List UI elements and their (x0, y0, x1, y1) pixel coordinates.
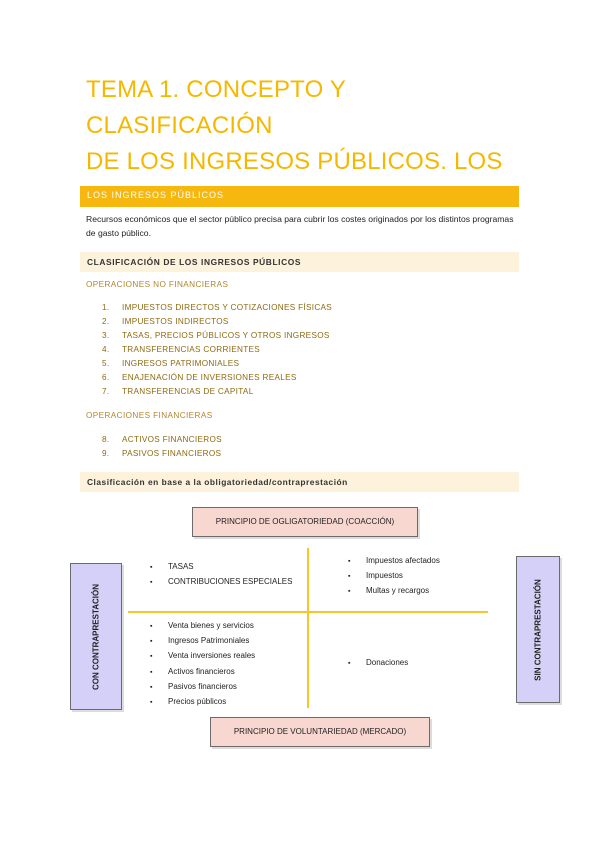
vertical-axis (307, 548, 309, 708)
voluntariedad-box: PRINCIPIO DE VOLUNTARIEDAD (MERCADO) (210, 717, 430, 747)
section-header: LOS INGRESOS PÚBLICOS (87, 190, 225, 200)
obligatoriedad-label: PRINCIPIO DE OGLIGATORIEDAD (COACCIÓN) (215, 517, 395, 526)
voluntariedad-label: PRINCIPIO DE VOLUNTARIEDAD (MERCADO) (233, 727, 407, 736)
section-header-bar: LOS INGRESOS PÚBLICOS (80, 186, 519, 207)
title-line-2: DE LOS INGRESOS PÚBLICOS. LOS (86, 148, 503, 175)
con-contraprestacion-label: CON CONTRAPRESTACIÓN (91, 583, 101, 690)
list-item: 1.IMPUESTOS DIRECTOS Y COTIZACIONES FÍSI… (102, 303, 333, 312)
list-item: ▪Ingresos Patrimoniales (150, 636, 250, 646)
title-line-1: TEMA 1. CONCEPTO Y CLASIFICACIÓN (86, 76, 346, 139)
list-item: ▪TASAS (150, 562, 194, 571)
list-item: 2.IMPUESTOS INDIRECTOS (102, 317, 229, 326)
obligation-header: Clasificación en base a la obligatorieda… (87, 477, 348, 487)
bottom-left-quadrant: ▪Venta bienes y servicios ▪Ingresos Patr… (150, 619, 255, 710)
list-item: 7.TRANSFERENCIAS DE CAPITAL (102, 387, 254, 396)
top-right-quadrant: ▪Impuestos afectados ▪Impuestos ▪Multas … (348, 554, 440, 600)
classification-header-bar: CLASIFICACIÓN DE LOS INGRESOS PÚBLICOS (80, 252, 519, 272)
bottom-right-quadrant: ▪Donaciones (348, 656, 408, 671)
description-paragraph: Recursos económicos que el sector públic… (86, 214, 514, 238)
list-item: 3.TASAS, PRECIOS PÚBLICOS Y OTROS INGRES… (102, 331, 330, 340)
classification-header: CLASIFICACIÓN DE LOS INGRESOS PÚBLICOS (87, 257, 302, 267)
sin-contraprestacion-box: SIN CONTRAPRESTACIÓN (516, 556, 560, 703)
obligatoriedad-box: PRINCIPIO DE OGLIGATORIEDAD (COACCIÓN) (192, 507, 418, 537)
list-item: 9.PASIVOS FINANCIEROS (102, 449, 222, 458)
list-item: ▪Venta inversiones reales (150, 651, 256, 661)
list-item: ▪Activos financieros (150, 666, 235, 676)
list-item: ▪Precios públicos (150, 697, 227, 707)
list-item: ▪Impuestos afectados (348, 556, 440, 565)
financial-list: 8.ACTIVOS FINANCIEROS 9.PASIVOS FINANCIE… (102, 433, 222, 461)
list-item: ▪Venta bienes y servicios (150, 621, 254, 630)
financial-heading: OPERACIONES FINANCIERAS (86, 411, 213, 420)
obligation-header-bar: Clasificación en base a la obligatorieda… (80, 472, 519, 492)
list-item: 4.TRANSFERENCIAS CORRIENTES (102, 345, 261, 354)
list-item: ▪CONTRIBUCIONES ESPECIALES (150, 577, 293, 587)
list-item: 8.ACTIVOS FINANCIEROS (102, 435, 222, 444)
list-item: 6.ENAJENACIÓN DE INVERSIONES REALES (102, 373, 297, 382)
non-financial-heading: OPERACIONES NO FINANCIERAS (86, 280, 229, 289)
con-contraprestacion-box: CON CONTRAPRESTACIÓN (70, 563, 122, 710)
list-item: ▪Impuestos (348, 571, 403, 581)
top-left-quadrant: ▪TASAS ▪CONTRIBUCIONES ESPECIALES (150, 560, 292, 590)
list-item: ▪Donaciones (348, 658, 409, 667)
sin-contraprestacion-label: SIN CONTRAPRESTACIÓN (533, 578, 543, 681)
list-item: ▪Pasivos financieros (150, 681, 237, 691)
list-item: ▪Multas y recargos (348, 586, 430, 596)
list-item: 5.INGRESOS PATRIMONIALES (102, 359, 240, 368)
non-financial-list: 1.IMPUESTOS DIRECTOS Y COTIZACIONES FÍSI… (102, 301, 332, 399)
